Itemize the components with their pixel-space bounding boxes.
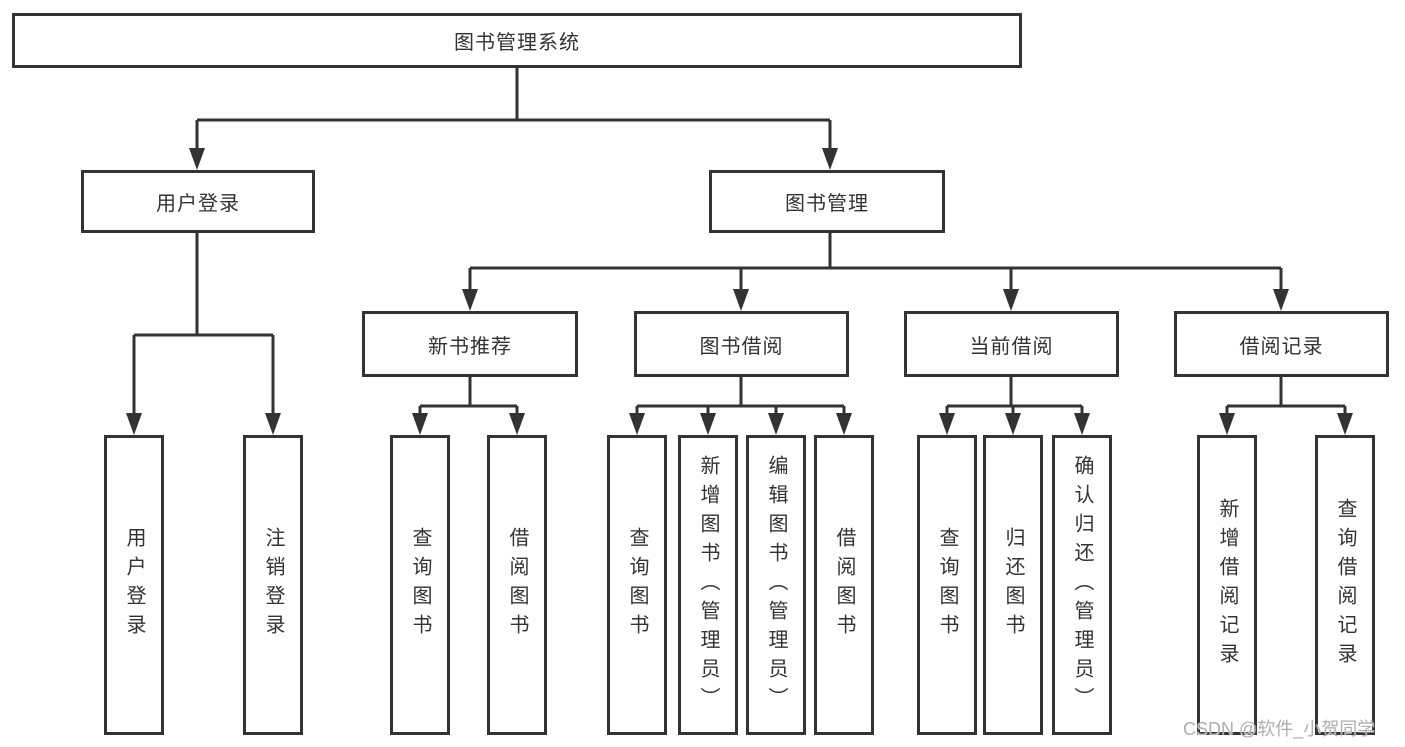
node-leaf-logout: 注销登录 (243, 435, 303, 735)
node-leaf-confirm-return-admin: 确认归还（管理员） (1052, 435, 1112, 735)
node-new-book-recommend: 新书推荐 (362, 311, 578, 377)
node-label: 编辑图书（管理员） (765, 454, 787, 716)
node-label: 借阅记录 (1239, 335, 1324, 358)
watermark-text: CSDN @软件_小贺同学 (1183, 719, 1376, 739)
node-leaf-query-books-borrow: 查询图书 (607, 435, 667, 735)
node-leaf-user-login: 用户登录 (104, 435, 164, 735)
node-book-borrow: 图书借阅 (634, 311, 849, 377)
node-label: 查询图书 (409, 527, 431, 643)
node-label: 当前借阅 (969, 335, 1054, 358)
node-user-login: 用户登录 (81, 170, 315, 233)
node-borrow-records: 借阅记录 (1174, 311, 1389, 377)
node-label: 用户登录 (123, 527, 145, 643)
node-book-management: 图书管理 (709, 170, 945, 233)
node-leaf-return-books: 归还图书 (983, 435, 1043, 735)
node-label: 用户登录 (156, 193, 240, 215)
node-label: 查询借阅记录 (1334, 498, 1356, 672)
arrowheads (126, 148, 1353, 435)
node-leaf-query-books-recommend: 查询图书 (390, 435, 450, 735)
node-label: 图书管理 (785, 193, 869, 215)
node-leaf-add-book-admin: 新增图书（管理员） (678, 435, 738, 735)
node-leaf-query-borrow-record: 查询借阅记录 (1315, 435, 1375, 735)
node-label: 图书借阅 (699, 335, 784, 358)
node-label: 确认归还（管理员） (1071, 454, 1093, 716)
node-label: 借阅图书 (506, 527, 528, 643)
node-leaf-edit-book-admin: 编辑图书（管理员） (746, 435, 806, 735)
node-label: 新增图书（管理员） (697, 454, 719, 716)
node-label: 新书推荐 (428, 335, 512, 358)
node-leaf-borrow-books-recommend: 借阅图书 (487, 435, 547, 735)
node-leaf-borrow-books: 借阅图书 (814, 435, 874, 735)
node-leaf-add-borrow-record: 新增借阅记录 (1197, 435, 1257, 735)
node-label: 查询图书 (626, 527, 648, 643)
node-label: 图书管理系统 (454, 32, 580, 54)
node-current-borrow: 当前借阅 (904, 311, 1119, 377)
node-label: 借阅图书 (833, 527, 855, 643)
node-leaf-query-books-current: 查询图书 (917, 435, 977, 735)
node-label: 新增借阅记录 (1216, 498, 1238, 672)
node-label: 查询图书 (936, 527, 958, 643)
node-library-management-system: 图书管理系统 (12, 13, 1022, 68)
node-label: 归还图书 (1002, 527, 1024, 643)
node-label: 注销登录 (262, 527, 284, 643)
